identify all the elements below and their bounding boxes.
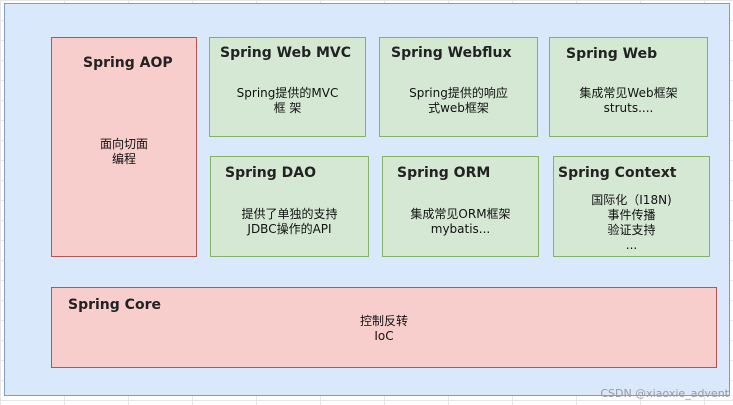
module-spring-web: Spring Web 集成常见Web框架 struts.... <box>549 37 708 137</box>
description-line: IoC <box>374 329 394 343</box>
module-title: Spring ORM <box>397 165 491 181</box>
module-description: 控制反转 IoC <box>52 314 716 344</box>
description-line: JDBC操作的API <box>247 222 332 236</box>
module-title: Spring DAO <box>225 165 317 181</box>
module-description: Spring提供的响应 式web框架 <box>380 86 537 116</box>
module-description: 面向切面 编程 <box>52 137 196 167</box>
description-line: 验证支持 <box>607 223 656 237</box>
module-spring-web-mvc: Spring Web MVC Spring提供的MVC 框 架 <box>209 37 366 137</box>
description-line: 国际化（I18N) <box>591 193 672 207</box>
module-title: Spring Web <box>566 46 658 62</box>
module-spring-aop: Spring AOP 面向切面 编程 <box>51 37 197 257</box>
module-description: Spring提供的MVC 框 架 <box>210 86 365 116</box>
module-title: Spring Web MVC <box>220 45 352 61</box>
description-line: 事件传播 <box>607 208 656 222</box>
description-line: 面向切面 <box>99 137 148 151</box>
module-spring-context: Spring Context 国际化（I18N) 事件传播 验证支持 ... <box>553 156 710 257</box>
description-line: 框 架 <box>273 101 302 115</box>
module-description: 集成常见Web框架 struts.... <box>550 86 707 116</box>
description-line: 集成常见ORM框架 <box>410 207 511 221</box>
description-line: 控制反转 <box>359 314 408 328</box>
module-spring-core: Spring Core 控制反转 IoC <box>51 287 717 368</box>
description-line: Spring提供的MVC <box>236 86 339 100</box>
description-line: 编程 <box>111 152 136 166</box>
description-line: 集成常见Web框架 <box>579 86 678 100</box>
module-description: 集成常见ORM框架 mybatis... <box>383 207 538 237</box>
watermark: CSDN @xiaoxie_advent <box>600 387 729 400</box>
module-title: Spring Core <box>68 297 161 313</box>
description-line: struts.... <box>603 101 654 115</box>
module-title: Spring Webflux <box>391 45 512 61</box>
module-description: 国际化（I18N) 事件传播 验证支持 ... <box>554 193 709 253</box>
description-line: mybatis... <box>430 222 491 236</box>
description-line: ... <box>625 238 638 252</box>
module-title: Spring Context <box>558 165 677 181</box>
module-description: 提供了单独的支持 JDBC操作的API <box>211 207 368 237</box>
module-spring-dao: Spring DAO 提供了单独的支持 JDBC操作的API <box>210 156 369 257</box>
description-line: Spring提供的响应 <box>409 86 508 100</box>
module-spring-webflux: Spring Webflux Spring提供的响应 式web框架 <box>379 37 538 137</box>
module-spring-orm: Spring ORM 集成常见ORM框架 mybatis... <box>382 156 539 257</box>
module-title: Spring AOP <box>83 55 173 71</box>
description-line: 式web框架 <box>428 101 489 115</box>
description-line: 提供了单独的支持 <box>241 207 338 221</box>
